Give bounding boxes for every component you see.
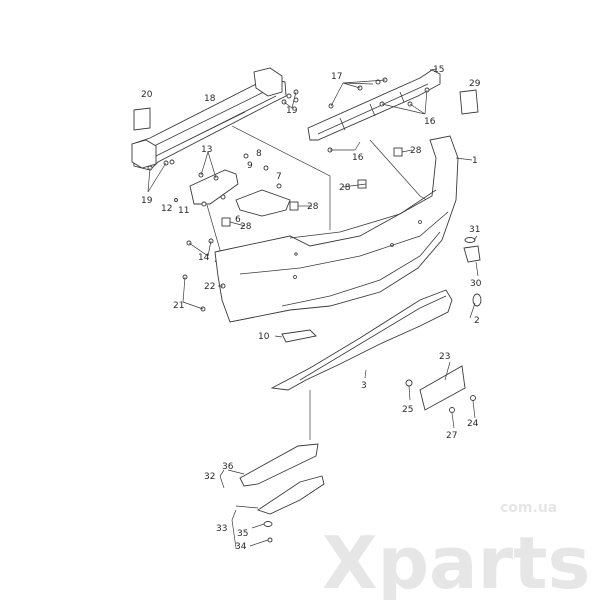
- callout-32: 32: [204, 472, 215, 482]
- part-sensor-30: [463, 245, 481, 263]
- part-bracket-left: [189, 169, 239, 205]
- callout-11: 11: [178, 206, 189, 216]
- part-reinforcement-bar: [131, 67, 287, 171]
- callout-29: 29: [469, 79, 481, 89]
- callouts: 1 2 3 6 7 8 9 10 11 12 13 14 15 16 16 17…: [141, 65, 482, 552]
- callout-7: 7: [276, 172, 282, 182]
- part-trim-32: [239, 443, 319, 487]
- callout-24: 24: [467, 419, 479, 429]
- part-sticker-20: [133, 107, 151, 131]
- callout-28: 28: [307, 202, 319, 212]
- callout-2: 2: [474, 316, 480, 326]
- part-holder-31: [464, 237, 476, 243]
- callout-35: 35: [237, 529, 248, 539]
- callout-16: 16: [352, 153, 364, 163]
- callout-20: 20: [141, 90, 153, 100]
- callout-28: 28: [240, 222, 252, 232]
- callout-27: 27: [446, 431, 457, 441]
- callout-30: 30: [470, 279, 482, 289]
- callout-15: 15: [433, 65, 444, 75]
- callout-14: 14: [198, 253, 210, 263]
- callout-19: 19: [286, 106, 298, 116]
- part-guide-right: [235, 189, 291, 217]
- callout-leaders: [147, 68, 479, 549]
- part-license-plate-holder: [419, 365, 466, 411]
- callout-6: 6: [235, 215, 241, 225]
- callout-1: 1: [472, 156, 478, 166]
- callout-36: 36: [222, 462, 234, 472]
- callout-28: 28: [410, 146, 422, 156]
- part-lower-diffuser: [270, 289, 453, 391]
- callout-16: 16: [424, 117, 436, 127]
- watermark-domain: com.ua: [500, 500, 557, 516]
- part-washer-35: [263, 521, 273, 527]
- callout-25: 25: [402, 405, 413, 415]
- callout-21: 21: [173, 301, 184, 311]
- callout-8: 8: [256, 149, 262, 159]
- part-cover-29: [459, 89, 479, 115]
- callout-31: 31: [469, 225, 480, 235]
- callout-28: 28: [339, 183, 351, 193]
- part-trim-33: [256, 475, 325, 515]
- part-cap-2: [472, 293, 482, 307]
- callout-33: 33: [216, 524, 227, 534]
- callout-34: 34: [235, 542, 247, 552]
- callout-17: 17: [331, 72, 342, 82]
- part-bumper-cover: [214, 135, 459, 323]
- callout-3: 3: [361, 381, 367, 391]
- callout-22: 22: [204, 282, 215, 292]
- callout-18: 18: [204, 94, 216, 104]
- callout-23: 23: [439, 352, 450, 362]
- part-upper-carrier: [307, 69, 441, 141]
- callout-12: 12: [161, 204, 172, 214]
- callout-19: 19: [141, 196, 153, 206]
- watermark: Xparts com.ua: [322, 500, 590, 600]
- callout-10: 10: [258, 332, 270, 342]
- watermark-brand: Xparts: [322, 521, 590, 600]
- callout-9: 9: [247, 161, 253, 171]
- part-reflector: [281, 329, 317, 343]
- callout-13: 13: [201, 145, 212, 155]
